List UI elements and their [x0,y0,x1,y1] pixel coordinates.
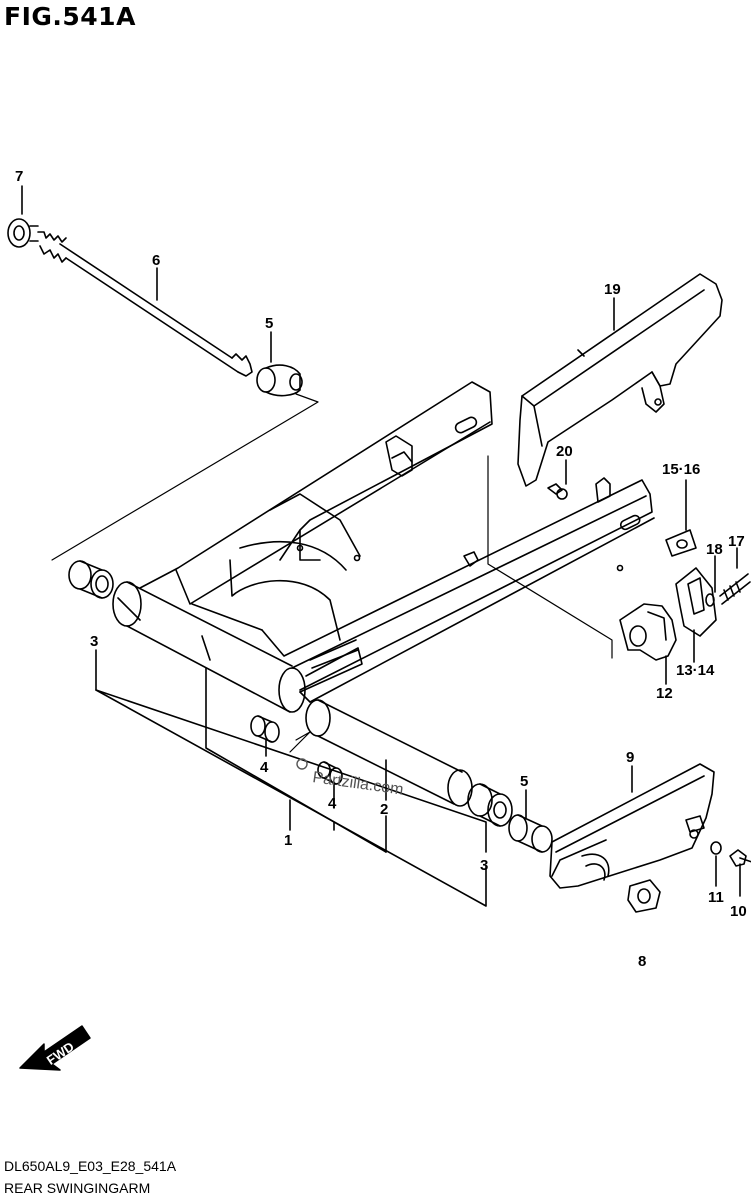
watermark: Partzilla.com [296,758,404,799]
adjuster-bracket-part[interactable] [619,603,677,661]
bushing-upper-part[interactable] [250,715,280,743]
callout-13-14: 13·14 [676,662,715,679]
pivot-shaft-part[interactable] [7,218,253,377]
callout-15-16: 15·16 [662,461,700,478]
collar-lower-part[interactable] [508,814,553,853]
swingarm-body-part[interactable] [112,381,655,713]
callout-17: 17 [728,533,745,550]
bolt-part[interactable] [729,849,751,867]
fwd-arrow-icon: FWD [19,1025,91,1071]
callout-11: 11 [708,889,724,906]
leader-3b [95,689,487,907]
washer-small-part[interactable] [705,593,715,607]
callout-3-right: 3 [480,857,488,874]
callout-12: 12 [656,685,673,702]
leader-3 [95,649,487,853]
adjuster-plate-part[interactable] [675,567,717,637]
svg-text:Partzilla.com: Partzilla.com [311,769,404,799]
callout-5-lower: 5 [520,773,528,790]
callout-9: 9 [626,749,634,766]
callout-10: 10 [730,903,747,920]
figure-title: FIG.541A [4,2,136,31]
nut-part[interactable] [627,879,661,913]
callout-20: 20 [556,443,573,460]
figure-name: REAR SWINGINGARM [4,1180,151,1196]
callout-6: 6 [152,252,160,269]
callout-3-left: 3 [90,633,98,650]
callout-18: 18 [706,541,723,558]
callout-19: 19 [604,281,621,298]
bearing-right-part[interactable] [467,783,513,827]
callout-4-lower: 4 [328,795,337,812]
bracket-line [205,667,387,853]
chain-cover-part[interactable] [517,273,723,487]
screw-part[interactable] [547,483,568,500]
callout-5-upper: 5 [265,315,273,332]
chain-buffer-part[interactable] [549,763,715,889]
callout-4-upper: 4 [260,759,269,776]
callout-8: 8 [638,953,646,970]
collar-upper-part[interactable] [256,364,303,397]
callout-7: 7 [15,168,23,185]
callout-1: 1 [284,832,292,849]
gasket-part[interactable] [665,529,697,557]
adjuster-bolt-part[interactable] [719,573,751,605]
washer-part[interactable] [710,841,722,855]
bearing-left-part[interactable] [68,560,114,599]
callout-2: 2 [380,801,388,818]
figure-code: DL650AL9_E03_E28_541A [4,1158,177,1174]
